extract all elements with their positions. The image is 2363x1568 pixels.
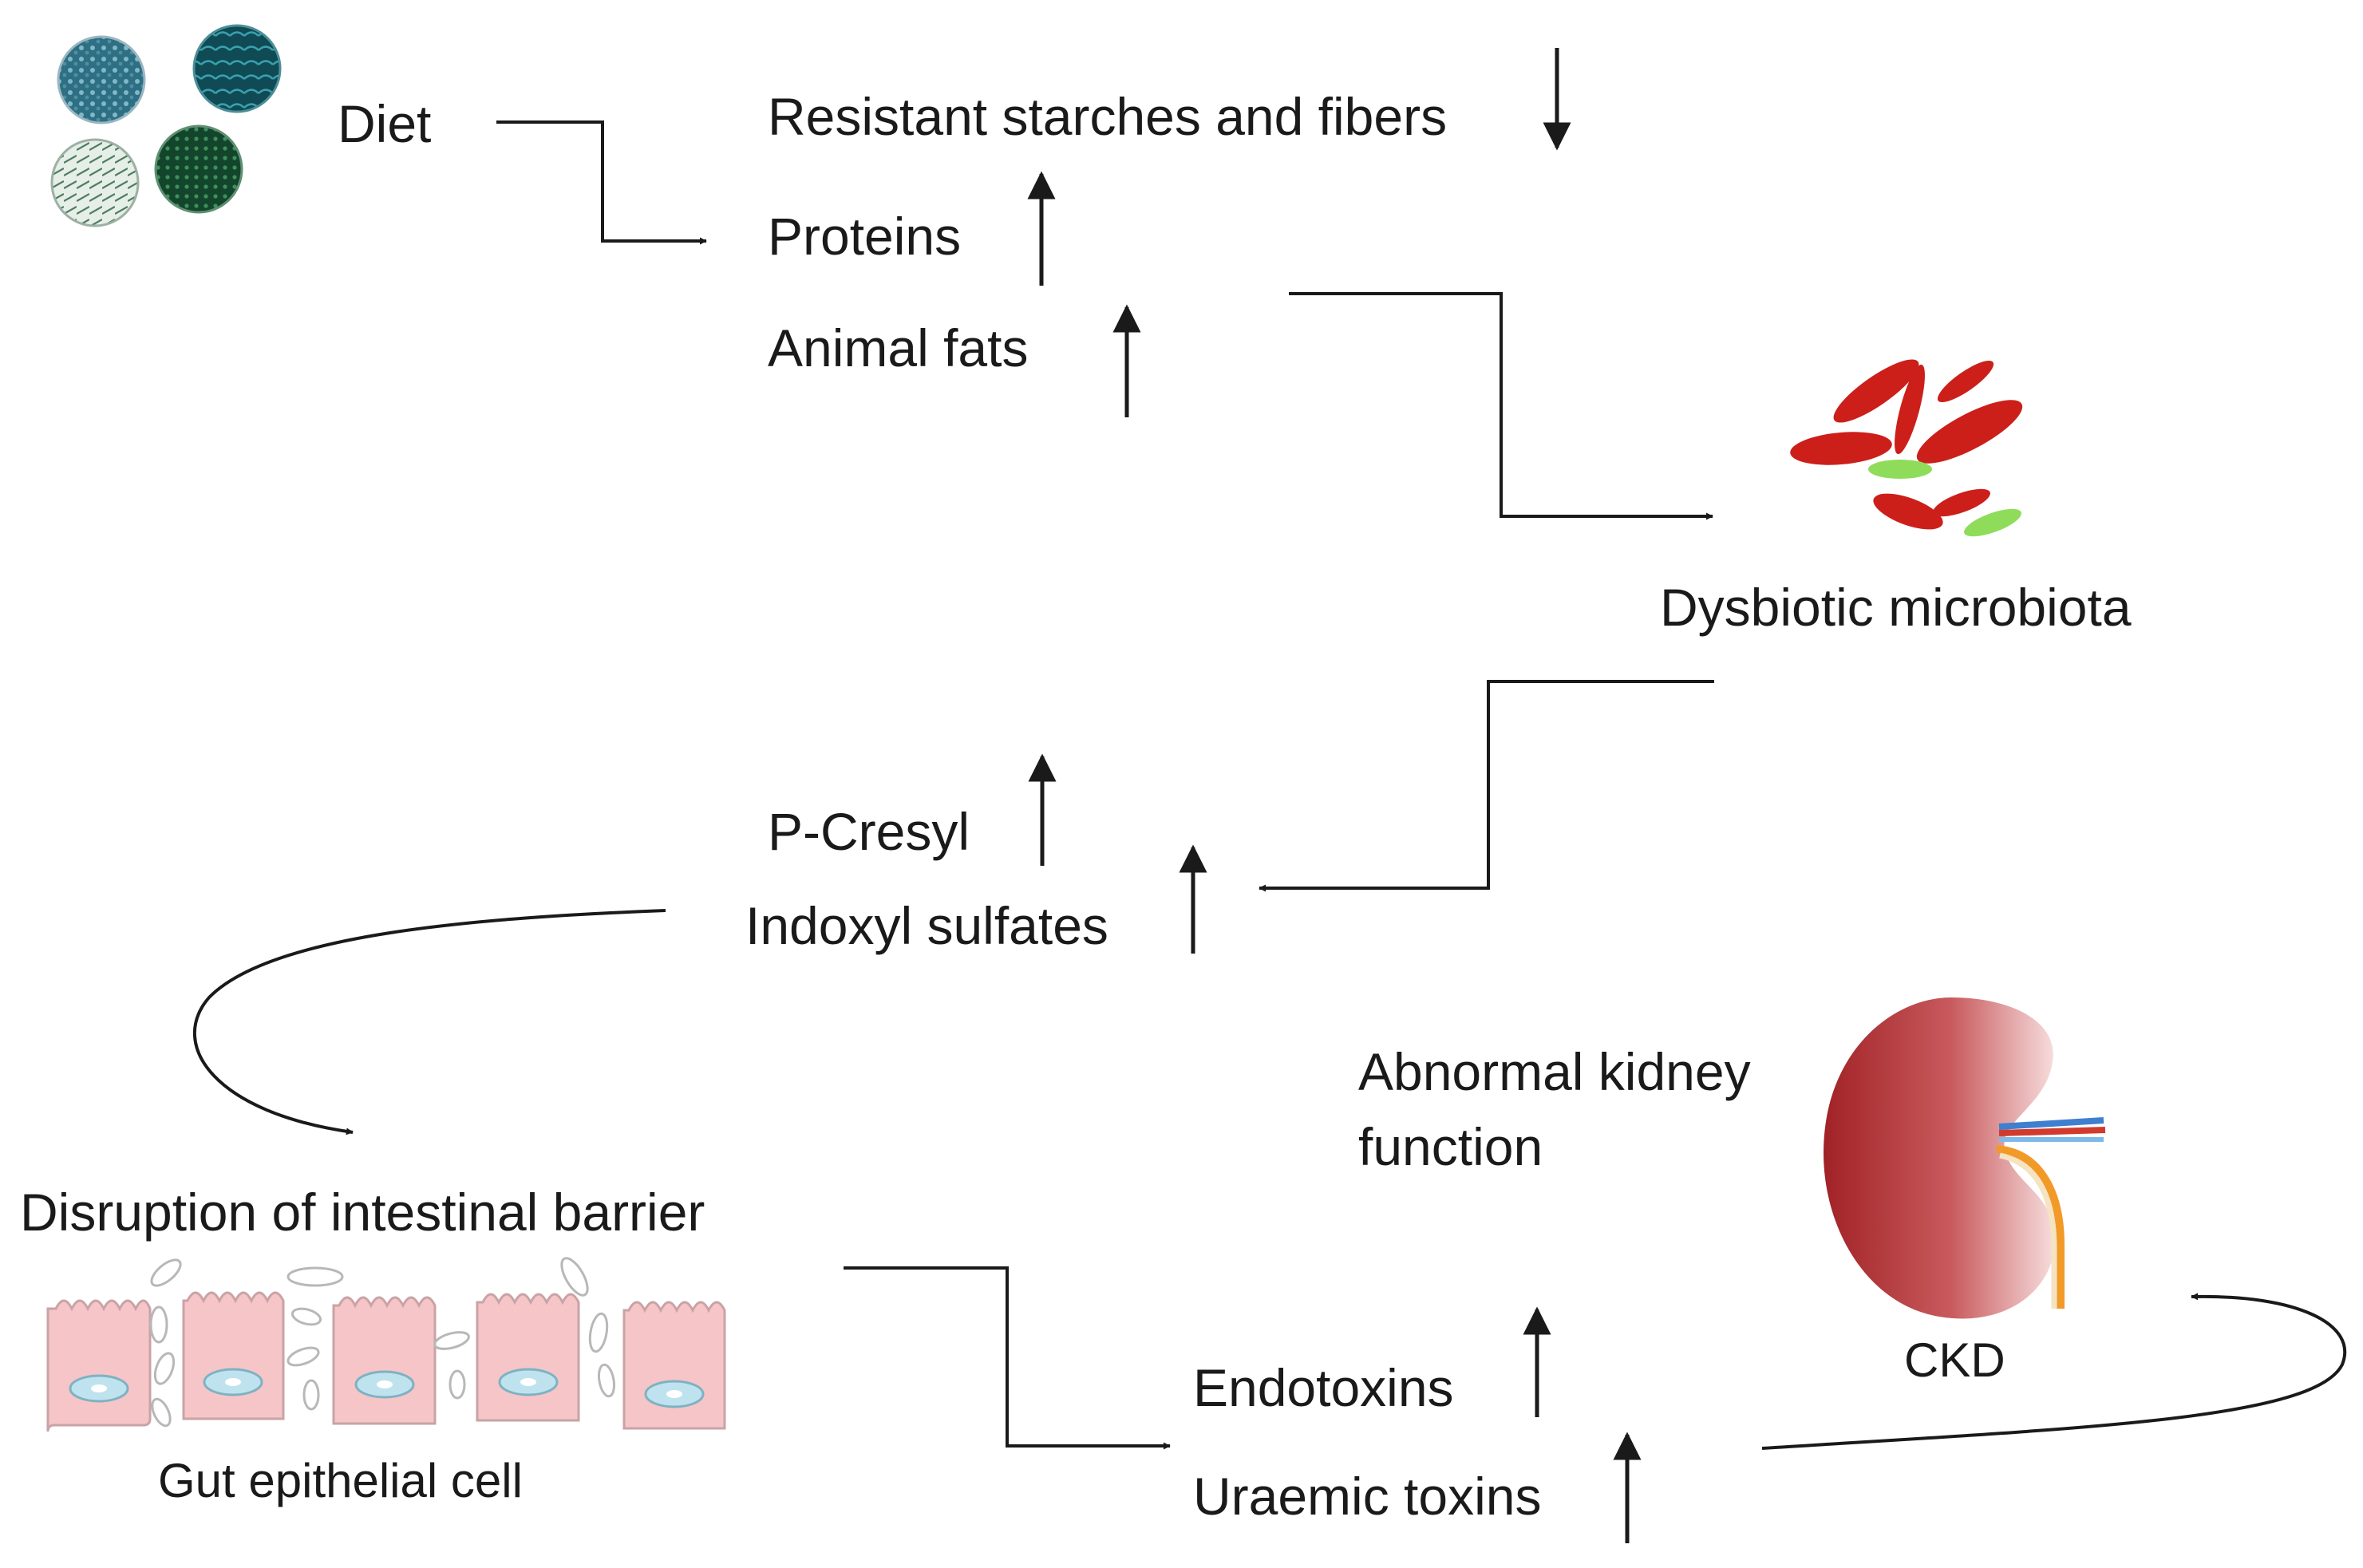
arrow-microbiota-to-solutes xyxy=(1259,680,1714,892)
animal-fats-label: Animal fats xyxy=(768,318,1029,377)
gut-epithelium-illustration xyxy=(46,1257,726,1432)
arrow-solutes-to-barrier xyxy=(193,909,666,1136)
gut-epithelial-cell-caption: Gut epithelial cell xyxy=(158,1454,523,1507)
dysbiotic-microbiota-label: Dysbiotic microbiota xyxy=(1660,578,2132,637)
arrow-nutrients-to-microbiota xyxy=(1289,292,1713,520)
epithelial-cell xyxy=(622,1301,726,1430)
dysbiotic-bacteria-icon xyxy=(1790,359,2023,537)
arrow-diet-to-nutrients xyxy=(496,120,707,245)
ckd-label: CKD xyxy=(1904,1333,2005,1387)
epithelial-cell xyxy=(476,1293,580,1422)
epithelial-cell xyxy=(332,1296,437,1425)
kidney-icon xyxy=(1824,997,2106,1319)
food-texture-icon xyxy=(57,35,146,124)
food-texture-icon xyxy=(50,138,140,227)
endotoxins-label: Endotoxins xyxy=(1193,1358,1454,1417)
resistant-starches-label: Resistant starches and fibers xyxy=(768,87,1448,146)
food-texture-icon xyxy=(192,24,282,113)
epithelial-cell xyxy=(46,1299,152,1432)
food-texture-icon xyxy=(154,124,243,214)
diet-food-icons xyxy=(50,24,282,227)
p-cresyl-label: P-Cresyl xyxy=(768,802,970,861)
abnormal-kidney-label: Abnormal kidney xyxy=(1358,1042,1751,1101)
arrow-barrier-to-toxins xyxy=(844,1266,1171,1450)
tight-junction-debris xyxy=(149,1257,616,1428)
uraemic-toxins-label: Uraemic toxins xyxy=(1193,1467,1542,1526)
kidney-function-label: function xyxy=(1358,1117,1543,1176)
indoxyl-sulfates-label: Indoxyl sulfates xyxy=(745,896,1108,955)
diet-label: Diet xyxy=(338,94,432,153)
arrow-toxins-to-ckd xyxy=(1761,1293,2347,1450)
intestinal-barrier-label: Disruption of intestinal barrier xyxy=(20,1183,705,1242)
proteins-label: Proteins xyxy=(768,207,962,266)
epithelial-cell xyxy=(182,1291,285,1420)
